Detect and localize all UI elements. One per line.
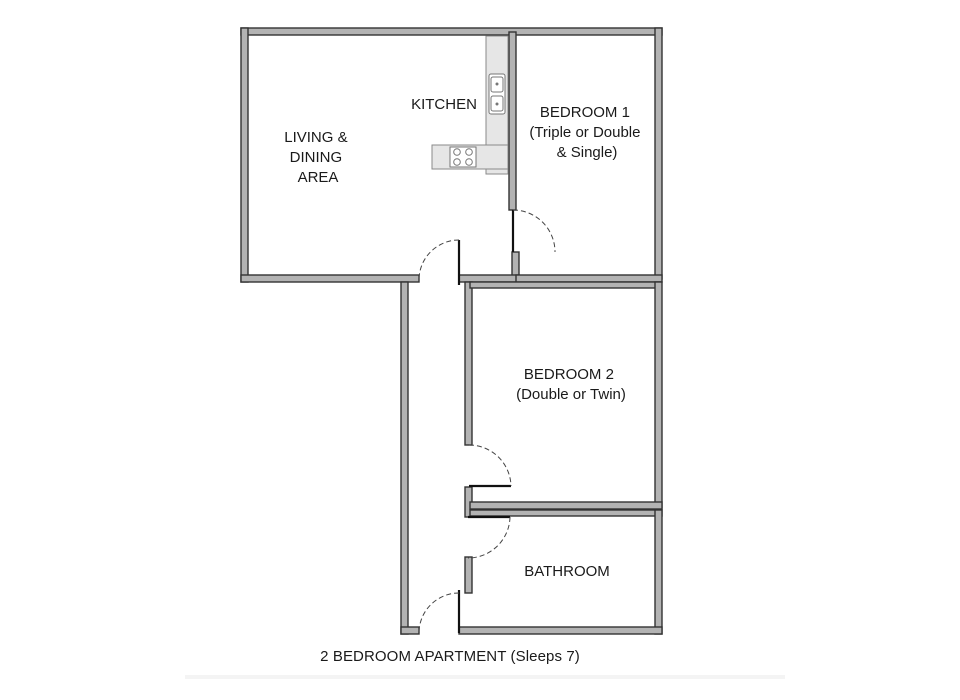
door-swing-icon	[418, 239, 461, 285]
wall-bathroom-bottom	[458, 626, 663, 635]
door-swing-icon	[511, 209, 556, 253]
door-swing-icon	[418, 590, 461, 634]
wall-corridor-right-top	[464, 281, 473, 446]
bedroom1-label-line-1: BEDROOM 1	[540, 104, 630, 121]
burner-4	[465, 158, 473, 166]
wall-bedroom1-bottom	[515, 274, 663, 283]
wall-corridor-bottom	[400, 626, 420, 635]
bedroom1-label-line-3: & Single)	[557, 144, 618, 161]
sink-drain-2	[495, 102, 499, 106]
living-dining-label: LIVING & DINING AREA	[284, 129, 352, 186]
burner-3	[453, 158, 461, 166]
plan-caption: 2 BEDROOM APARTMENT (Sleeps 7)	[320, 648, 580, 665]
living-label-line-2: DINING	[290, 149, 343, 166]
wall-living-bottom-left	[240, 274, 420, 283]
wall-bathroom-right	[654, 509, 663, 635]
doors	[418, 209, 556, 634]
wall-bedroom2-top	[469, 281, 661, 289]
living-label-line-1: LIVING &	[284, 129, 347, 146]
bottom-divider	[185, 675, 785, 679]
bathroom-label: BATHROOM	[524, 563, 610, 580]
door-swing-icon	[468, 444, 512, 488]
bedroom2-label: BEDROOM 2 (Double or Twin)	[516, 366, 626, 403]
burner-2	[465, 148, 473, 156]
wall-bathroom-top	[469, 509, 663, 517]
wall-corridor-right-low	[464, 556, 473, 594]
kitchen-fixtures	[431, 35, 509, 175]
sink-drain	[495, 82, 499, 86]
wall-bedroom2-right	[654, 281, 663, 509]
wall-corridor-left	[400, 281, 409, 635]
room-labels: LIVING & DINING AREA KITCHEN BEDROOM 1 (…	[284, 96, 644, 580]
wall-kitchen-bedroom1	[508, 31, 517, 211]
wall-right-upper	[654, 27, 663, 280]
wall-living-bottom-right	[458, 274, 520, 283]
wall-bedroom1-stub	[511, 251, 520, 277]
bedroom1-label: BEDROOM 1 (Triple or Double & Single)	[529, 104, 644, 161]
bedroom2-label-line-1: BEDROOM 2	[524, 366, 614, 383]
bedroom1-label-line-2: (Triple or Double	[529, 124, 640, 141]
living-label-line-3: AREA	[298, 169, 339, 186]
wall-top	[240, 27, 663, 36]
bedroom2-label-line-2: (Double or Twin)	[516, 386, 626, 403]
burner-1	[453, 148, 461, 156]
kitchen-label: KITCHEN	[411, 96, 477, 113]
door-swing-icon	[467, 515, 511, 559]
walls	[240, 27, 663, 635]
wall-left-upper	[240, 27, 249, 283]
wall-bedroom2-bottom	[469, 501, 663, 510]
